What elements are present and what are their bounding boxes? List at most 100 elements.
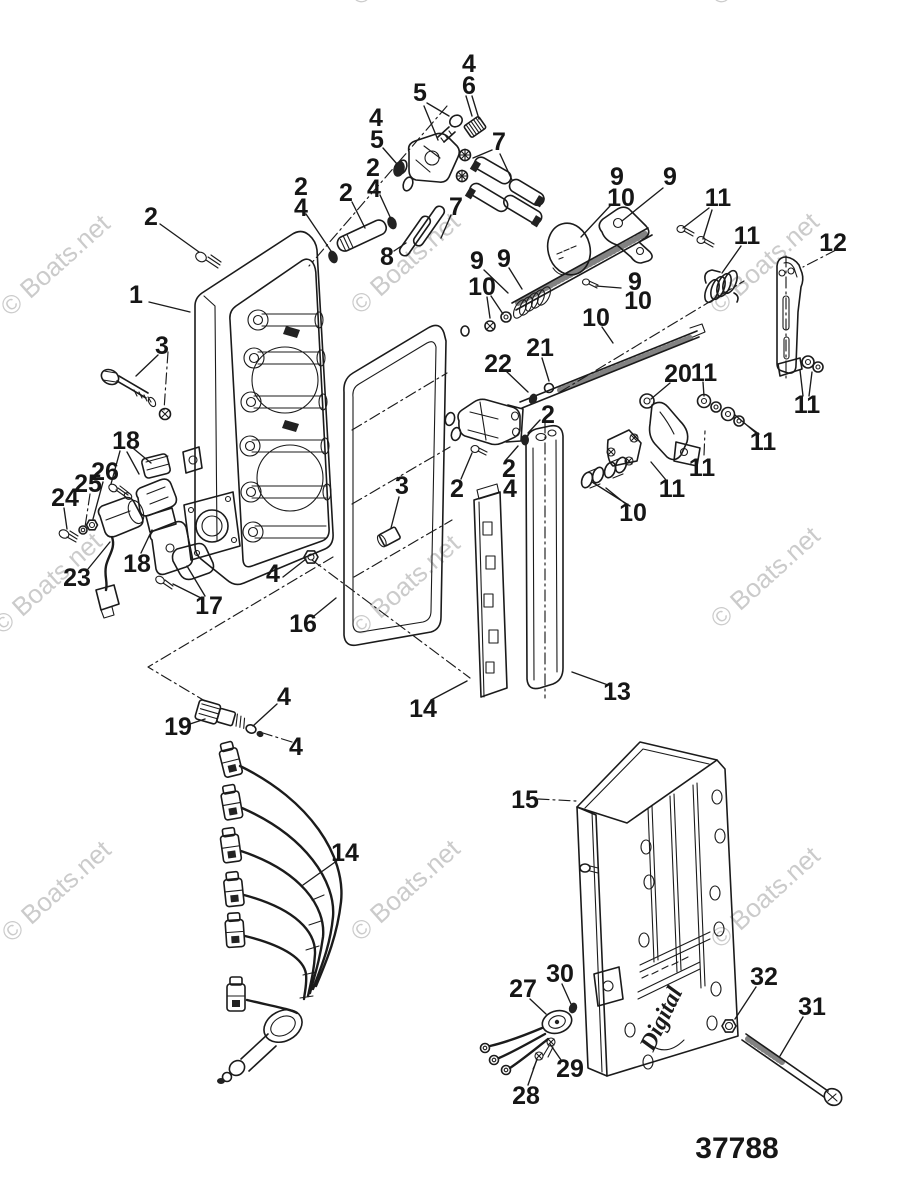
part-20-lower-linkage: [303, 323, 745, 564]
callout-32: 32: [750, 963, 778, 991]
callout-9: 9: [663, 163, 677, 191]
alignment-lines: [84, 105, 837, 802]
watermark-text: © Boats.net: [0, 208, 116, 322]
callout-7: 7: [492, 128, 506, 156]
callout-9: 9: [497, 245, 511, 273]
callout-2: 2: [502, 455, 516, 483]
drawing-number: 37788: [695, 1132, 778, 1165]
callout-4: 4: [503, 475, 517, 503]
callout-9: 9: [628, 268, 642, 296]
callout-17: 17: [195, 592, 223, 620]
part-2-screw: [195, 251, 222, 269]
part-14-rail: [473, 483, 508, 698]
part-31-bolt: [721, 1019, 843, 1107]
callout-25: 25: [74, 470, 102, 498]
callout-28: 28: [512, 1082, 540, 1110]
part-19-sensor: [194, 699, 264, 738]
rollers: [580, 456, 628, 489]
part-15-cover: Digital: [576, 741, 739, 1077]
callout-4: 4: [289, 733, 303, 761]
watermark-text: © Boats.net: [703, 206, 825, 320]
part-3-bolts: [100, 368, 401, 548]
callout-4: 4: [369, 104, 383, 132]
callout-2: 2: [366, 154, 380, 182]
part-1-electrical-plate: [171, 230, 334, 586]
callout-13: 13: [603, 678, 631, 706]
watermark-text: © Boats.net: [0, 526, 108, 640]
callout-8: 8: [380, 243, 394, 271]
harness-connectors: [218, 740, 246, 1012]
callout-30: 30: [546, 960, 574, 988]
callout-29: 29: [556, 1055, 584, 1083]
callout-2: 2: [294, 173, 308, 201]
part-12-link-arm: [776, 256, 824, 377]
callout-14: 14: [409, 695, 437, 723]
callout-5: 5: [370, 126, 384, 154]
part-27-trigger-connector: [479, 1002, 578, 1076]
return-spring: [704, 269, 739, 304]
callout-11: 11: [659, 475, 686, 503]
callout-3: 3: [155, 332, 169, 360]
watermark-text: © Boats.net: [704, 520, 826, 634]
watermark-text: © Boats.net: [344, 833, 466, 947]
callout-12: 12: [819, 229, 847, 257]
watermark-text: © Boats.net: [704, 840, 826, 954]
callout-3: 3: [395, 472, 409, 500]
callout-19: 19: [164, 713, 192, 741]
cover-logo: Digital: [635, 982, 689, 1056]
watermark-text: © Boats.net: [344, 0, 466, 11]
callout-27: 27: [509, 975, 537, 1003]
callout-10: 10: [619, 499, 647, 527]
plate-bores: [239, 309, 332, 543]
callout-4: 4: [462, 50, 476, 78]
callout-14: 14: [331, 839, 359, 867]
callout-10: 10: [607, 184, 635, 212]
callout-22: 22: [484, 350, 512, 378]
callout-15: 15: [511, 786, 539, 814]
callout-24: 24: [51, 484, 79, 512]
callout-7: 7: [449, 193, 463, 221]
callout-4: 4: [367, 175, 381, 203]
part-2-tubes: [328, 205, 446, 264]
callout-6: 6: [462, 72, 476, 100]
callout-2: 2: [450, 475, 464, 503]
callout-20: 20: [664, 360, 692, 388]
part-23-solenoid-cluster: [58, 453, 194, 619]
part-14-harness: [217, 740, 343, 1084]
watermark-text: © Boats.net: [0, 834, 117, 948]
watermark-text: © Boats.net: [704, 0, 826, 11]
callout-26: 26: [91, 458, 119, 486]
callout-4: 4: [277, 683, 291, 711]
callout-18: 18: [112, 427, 140, 455]
diagram-art: Digital: [58, 95, 843, 1107]
callout-11: 11: [734, 222, 761, 250]
callout-1: 1: [129, 281, 143, 309]
callout-9: 9: [470, 247, 484, 275]
callout-10: 10: [624, 287, 652, 315]
leader-lines: [63, 95, 813, 1086]
part-13-cylinder: [525, 424, 564, 690]
part-4-fuel-connector: [393, 114, 487, 192]
callout-2: 2: [339, 179, 353, 207]
callout-21: 21: [526, 334, 554, 362]
carb-throat: [183, 491, 241, 561]
part-16-gasket: [343, 324, 447, 647]
callout-10: 10: [582, 304, 610, 332]
callout-23: 23: [63, 564, 91, 592]
callout-10: 10: [468, 273, 496, 301]
callout-11: 11: [750, 428, 777, 456]
part-7-hoses: [464, 156, 546, 228]
callout-11: 11: [691, 359, 718, 387]
callout-4: 4: [266, 560, 280, 588]
part-9-upper-linkage: [460, 206, 824, 377]
callout-16: 16: [289, 610, 317, 638]
callout-11: 11: [689, 454, 716, 482]
callout-31: 31: [798, 993, 826, 1021]
callout-11: 11: [705, 184, 732, 212]
callout-5: 5: [413, 79, 427, 107]
callout-2: 2: [144, 203, 158, 231]
callout-4: 4: [294, 194, 308, 222]
